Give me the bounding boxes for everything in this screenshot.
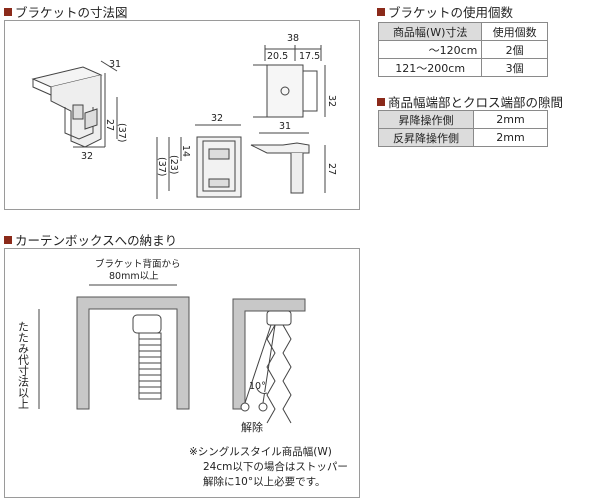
note-line: ※シングルスタイル商品幅(W) (189, 446, 332, 458)
row-value: 2mm (473, 110, 548, 129)
bracket-note-line1: ブラケット背面から (95, 258, 181, 270)
vertical-label: たたみ代寸法以上 (17, 321, 30, 409)
table-row: 反昇降操作側 2mm (378, 128, 548, 147)
bracket-top-drawing (253, 45, 326, 118)
release-label: 解除 (241, 420, 263, 434)
bracket-side-drawing (250, 132, 326, 194)
curtain-box-title: カーテンボックスへの納まり (4, 230, 177, 249)
row-label: 反昇降操作側 (378, 128, 474, 147)
bracket-dims-panel: 31 (37) 27 32 38 20.5 17.5 32 32 14 (23)… (4, 20, 360, 210)
dim-top-total: 38 (287, 33, 299, 44)
dim-front-h2: (23) (168, 155, 179, 175)
dim-iso-depth: 31 (109, 59, 121, 70)
curtain-box-left (76, 296, 190, 410)
bracket-dims-diagram: 31 (37) 27 32 38 20.5 17.5 32 32 14 (23)… (31, 33, 337, 199)
dim-side-width: 31 (279, 121, 291, 132)
bracket-count-table: 商品幅(W)寸法 使用個数 ～120cm 2個 121～200cm 3個 (377, 22, 548, 77)
dim-front-h1: 14 (180, 145, 191, 157)
gap-table: 昇降操作側 2mm 反昇降操作側 2mm (378, 110, 548, 147)
curtain-box-note: ※シングルスタイル商品幅(W) 24cm以下の場合はストッパー 解除に10°以上… (189, 445, 348, 490)
note-line: 24cm以下の場合はストッパー (203, 461, 348, 473)
folded-shade-left (132, 314, 162, 400)
table-row: 昇降操作側 2mm (378, 110, 548, 129)
row-width: ～120cm (377, 40, 483, 59)
angle-arc (256, 388, 268, 394)
angle-label: 10° (249, 381, 266, 392)
table-row: ～120cm 2個 (377, 40, 548, 59)
dim-top-right: 17.5 (299, 51, 320, 62)
row-count: 3個 (481, 58, 548, 77)
dim-front-h3: (37) (156, 157, 167, 177)
header-width: 商品幅(W)寸法 (377, 22, 483, 41)
bracket-note-line2: 80mm以上 (109, 271, 159, 282)
row-value: 2mm (473, 128, 548, 147)
row-width: 121～200cm (377, 58, 483, 77)
note-line: 解除に10°以上必要です。 (203, 476, 326, 488)
bracket-iso-drawing (31, 66, 103, 148)
dim-side-height: 27 (326, 163, 337, 175)
curtain-box-panel: ブラケット背面から 80mm以上 10° たたみ代寸法以上 解除 ※シングルスタ… (4, 248, 360, 498)
dim-front-width: 32 (211, 113, 223, 124)
dim-top-height: 32 (326, 95, 337, 107)
title-marker-icon (4, 235, 12, 244)
table-row: 121～200cm 3個 (377, 58, 548, 77)
gap-title: 商品幅端部とクロス端部の隙間 (377, 92, 563, 111)
bracket-dims-title: ブラケットの寸法図 (4, 2, 128, 21)
table-header-row: 商品幅(W)寸法 使用個数 (377, 22, 548, 41)
open-shade-right (240, 310, 292, 424)
row-label: 昇降操作側 (378, 110, 474, 129)
dim-iso-width: 32 (81, 151, 93, 162)
dim-iso-height: (37) (116, 123, 127, 143)
title-marker-icon (377, 7, 385, 16)
curtain-box-right (232, 298, 306, 410)
dim-iso-h2: 27 (104, 119, 115, 131)
title-marker-icon (377, 97, 385, 106)
title-marker-icon (4, 7, 12, 16)
row-count: 2個 (481, 40, 548, 59)
bracket-front-drawing (156, 124, 242, 199)
bracket-count-title: ブラケットの使用個数 (377, 2, 513, 21)
dim-top-left: 20.5 (267, 51, 288, 62)
header-count: 使用個数 (481, 22, 548, 41)
curtain-box-diagram: ブラケット背面から 80mm以上 10° たたみ代寸法以上 解除 (17, 258, 306, 434)
